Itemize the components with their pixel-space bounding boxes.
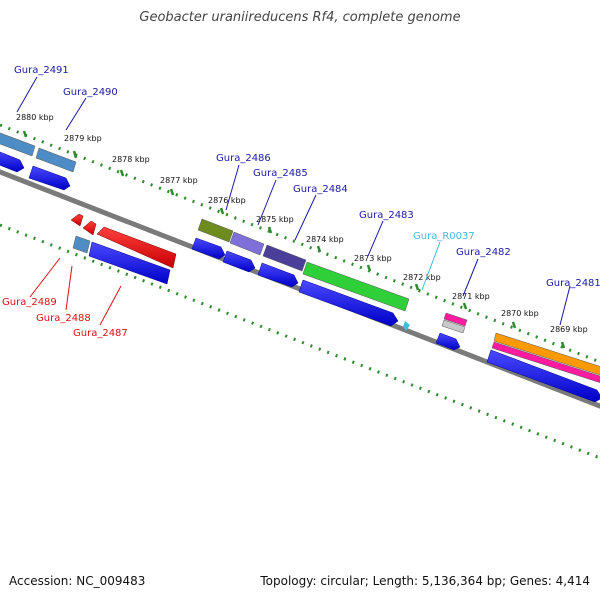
cds-arrow[interactable]: [257, 262, 299, 288]
callout-line: [99, 285, 122, 326]
scale-label: 2871 kbp: [452, 292, 490, 301]
scale-label: 2877 kbp: [160, 176, 198, 185]
callout-line: [29, 257, 61, 298]
scale-label: 2873 kbp: [354, 254, 392, 263]
callout-line: [225, 164, 240, 211]
gene-2490-feature[interactable]: [35, 147, 77, 173]
gene-2482-feature-bottom[interactable]: [441, 319, 466, 334]
forward-tick-track: [0, 123, 600, 364]
genome-summary-text: Topology: circular; Length: 5,136,364 bp…: [260, 574, 590, 588]
cds-arrow[interactable]: [486, 349, 600, 403]
callout-line: [257, 179, 277, 226]
gene-label[interactable]: Gura_2485: [253, 168, 308, 179]
gene-label[interactable]: Gura_2489: [2, 297, 57, 308]
gene-label[interactable]: Gura_2486: [216, 153, 271, 164]
scale-label: 2869 kbp: [550, 325, 588, 334]
callout-line: [65, 97, 87, 131]
gene-label[interactable]: Gura_2487: [73, 328, 128, 339]
gene-2481-feature-pink[interactable]: [491, 341, 600, 383]
callout-line: [16, 76, 38, 113]
cds-arrow[interactable]: [435, 332, 461, 351]
callout-line: [367, 220, 384, 257]
cds-arrow[interactable]: [28, 165, 71, 191]
callout-line: [65, 265, 73, 311]
gene-2489-feature[interactable]: [70, 213, 84, 227]
gene-2485-feature[interactable]: [229, 231, 265, 256]
gene-2488-feature[interactable]: [82, 220, 97, 236]
gene-2481-feature-orange[interactable]: [493, 332, 600, 376]
gene-2488-cog-feature[interactable]: [72, 235, 91, 254]
map-title: Geobacter uraniireducens Rf4, complete g…: [139, 10, 461, 25]
gene-2483-feature[interactable]: [302, 261, 410, 312]
scale-label: 2872 kbp: [403, 273, 441, 282]
scale-label: 2880 kbp: [16, 113, 54, 122]
gene-2487-feature[interactable]: [96, 226, 177, 269]
reverse-cds-arrow[interactable]: [88, 241, 171, 285]
gene-label[interactable]: Gura_2483: [359, 210, 414, 221]
cds-arrow[interactable]: [298, 279, 399, 327]
callout-line: [294, 194, 317, 241]
cds-arrow[interactable]: [0, 150, 25, 173]
callout-line: [421, 241, 441, 291]
cds-arrow[interactable]: [191, 237, 226, 260]
callout-line: [559, 285, 571, 326]
gene-label[interactable]: Gura_2491: [14, 65, 69, 76]
scale-label: 2874 kbp: [306, 235, 344, 244]
cds-arrow[interactable]: [222, 250, 256, 273]
trna-feature[interactable]: [403, 321, 410, 331]
gene-label[interactable]: Gura_2488: [36, 313, 91, 324]
gene-2491-feature[interactable]: [0, 131, 36, 157]
gene-2482-feature-top[interactable]: [443, 312, 468, 327]
gene-label[interactable]: Gura_2482: [456, 247, 511, 258]
scale-label: 2878 kbp: [112, 155, 150, 164]
gene-label[interactable]: Gura_2490: [63, 87, 118, 98]
scale-label: 2879 kbp: [64, 134, 102, 143]
gene-2484-feature[interactable]: [262, 244, 307, 272]
gene-label[interactable]: Gura_R0037: [413, 231, 475, 242]
gene-label[interactable]: Gura_2484: [293, 184, 348, 195]
gene-label[interactable]: Gura_2481: [546, 278, 600, 289]
callout-line: [462, 258, 479, 297]
scale-label: 2875 kbp: [256, 215, 294, 224]
gene-2486-feature[interactable]: [197, 218, 234, 243]
scale-label: 2870 kbp: [501, 309, 539, 318]
accession-text: Accession: NC_009483: [9, 574, 146, 588]
scale-label: 2876 kbp: [208, 196, 246, 205]
major-ticks: [22, 130, 566, 349]
